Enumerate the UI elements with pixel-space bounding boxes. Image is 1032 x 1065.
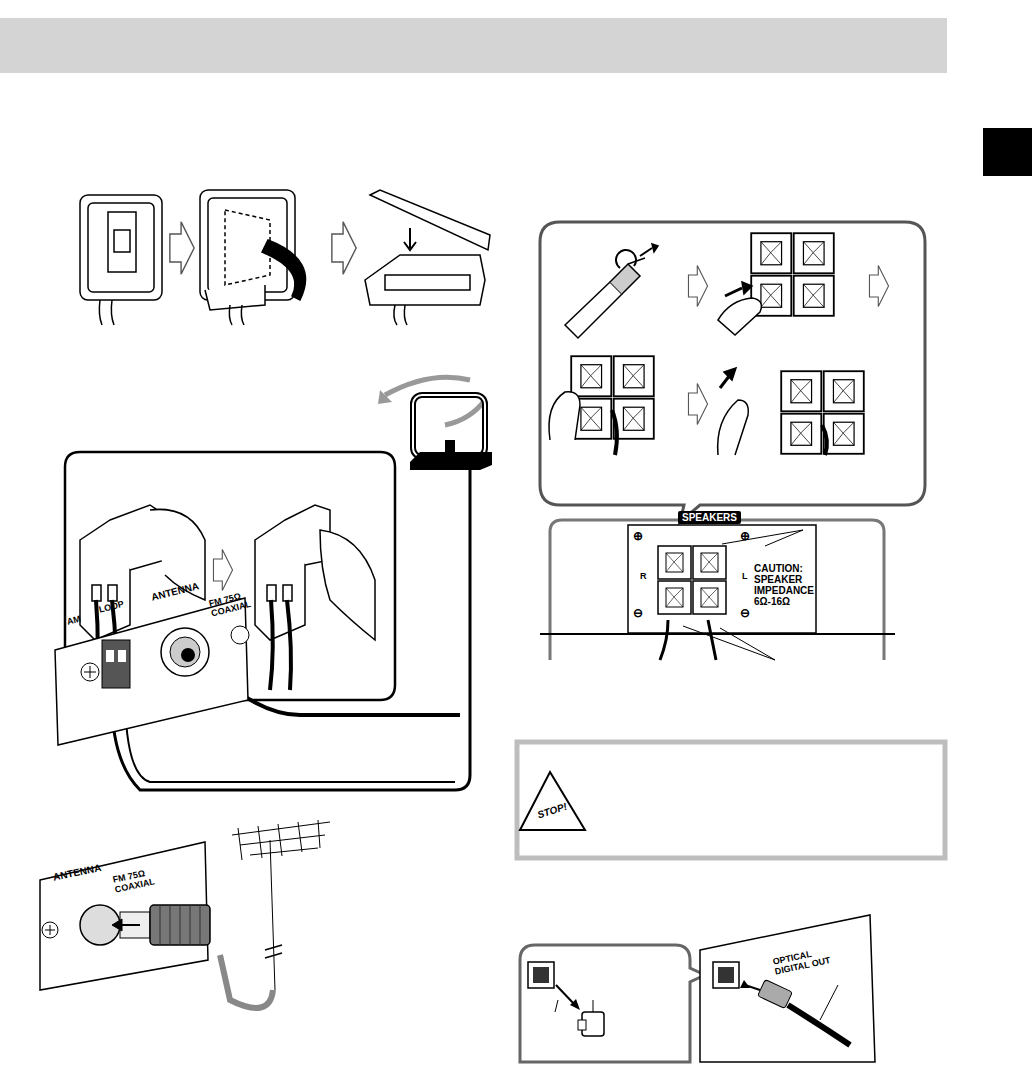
speaker-callout: [540, 222, 925, 522]
side-tab: [983, 128, 1032, 176]
loop-antenna: [378, 377, 492, 470]
outdoor-antenna: [40, 820, 330, 1008]
polarity-symbol: ⊕: [740, 530, 750, 543]
channel-label: R: [640, 572, 647, 582]
loop-assembly: [80, 190, 490, 325]
antenna-panel: [55, 470, 470, 790]
panel-label: ANTENNA: [52, 862, 102, 883]
terminal-label: LOOP: [98, 600, 125, 616]
caution-text: CAUTION: SPEAKER IMPEDANCE 6Ω-16Ω: [754, 563, 822, 607]
panel-label: OPTICAL DIGITAL OUT: [772, 944, 841, 977]
warning-box: [517, 742, 945, 858]
stop-icon: [520, 772, 585, 830]
stop-text: STOP!: [536, 801, 568, 821]
polarity-symbol: ⊖: [633, 607, 643, 620]
header-bar: [0, 18, 947, 73]
terminal-label: AM: [66, 615, 82, 628]
panel-label: ANTENNA: [150, 580, 200, 603]
panel-label: SPEAKERS: [678, 511, 741, 524]
optical-illustration: [520, 915, 875, 1062]
panel-label: FM 75Ω COAXIAL: [208, 588, 259, 619]
panel-label: FM 75Ω COAXIAL: [112, 866, 163, 895]
polarity-symbol: ⊖: [740, 607, 750, 620]
polarity-symbol: ⊕: [633, 530, 643, 543]
speaker-panel: [540, 520, 895, 660]
channel-label: L: [742, 572, 748, 582]
